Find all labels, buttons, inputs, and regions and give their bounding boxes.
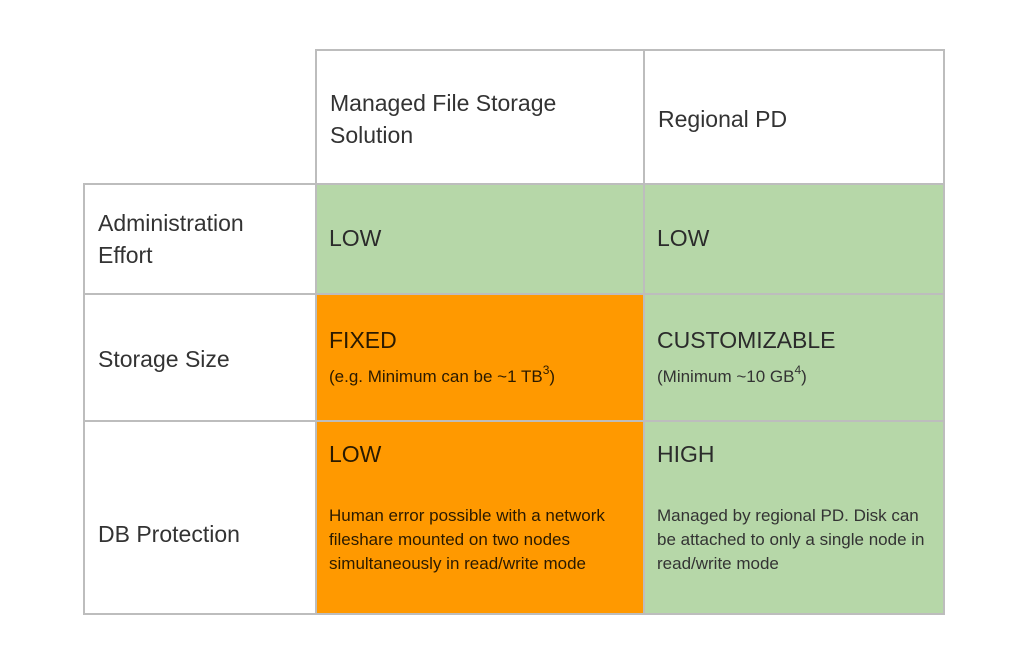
row-label-cell-storage-size: Storage Size: [83, 293, 317, 422]
footnote-ref: 3: [542, 363, 550, 377]
value-low: LOW: [329, 441, 382, 467]
cell-storage-size-regional-pd: CUSTOMIZABLE (Minimum ~10 GB4): [643, 293, 945, 422]
note-close: ): [549, 367, 556, 386]
note-storage-minimum: (e.g. Minimum can be ~1 TB3): [329, 363, 635, 389]
row-label-storage-size: Storage Size: [98, 346, 230, 372]
header-cell-regional-pd: Regional PD: [643, 49, 945, 185]
row-label-cell-db-protection: DB Protection: [83, 420, 317, 615]
cell-admin-effort-regional-pd: LOW: [643, 183, 945, 295]
value-low: LOW: [329, 225, 382, 251]
note-text: (Minimum ~10 GB: [657, 367, 795, 386]
header-cell-managed-file-storage: Managed File Storage Solution: [315, 49, 645, 185]
value-customizable: CUSTOMIZABLE: [657, 327, 836, 353]
value-low: LOW: [657, 225, 710, 251]
note-close: ): [801, 367, 807, 386]
cell-admin-effort-managed-file-storage: LOW: [315, 183, 645, 295]
cell-db-protection-managed-file-storage: LOW Human error possible with a network …: [315, 420, 645, 615]
note-db-protection: Human error possible with a network file…: [329, 506, 605, 573]
cell-db-protection-regional-pd: HIGH Managed by regional PD. Disk can be…: [643, 420, 945, 615]
note-storage-minimum: (Minimum ~10 GB4): [657, 363, 935, 389]
note-db-protection: Managed by regional PD. Disk can be atta…: [657, 506, 925, 573]
cell-storage-size-managed-file-storage: FIXED (e.g. Minimum can be ~1 TB3): [315, 293, 645, 422]
value-high: HIGH: [657, 441, 715, 467]
footnote-ref: 4: [794, 363, 802, 377]
row-label-cell-administration-effort: Administration Effort: [83, 183, 317, 295]
column-header-regional-pd: Regional PD: [658, 106, 788, 132]
value-fixed: FIXED: [329, 327, 397, 353]
column-header-managed-file-storage: Managed File Storage Solution: [330, 90, 557, 148]
row-label-administration-effort: Administration Effort: [98, 210, 244, 268]
note-text: (e.g. Minimum can be ~1 TB: [329, 367, 543, 386]
row-label-db-protection: DB Protection: [98, 521, 240, 547]
